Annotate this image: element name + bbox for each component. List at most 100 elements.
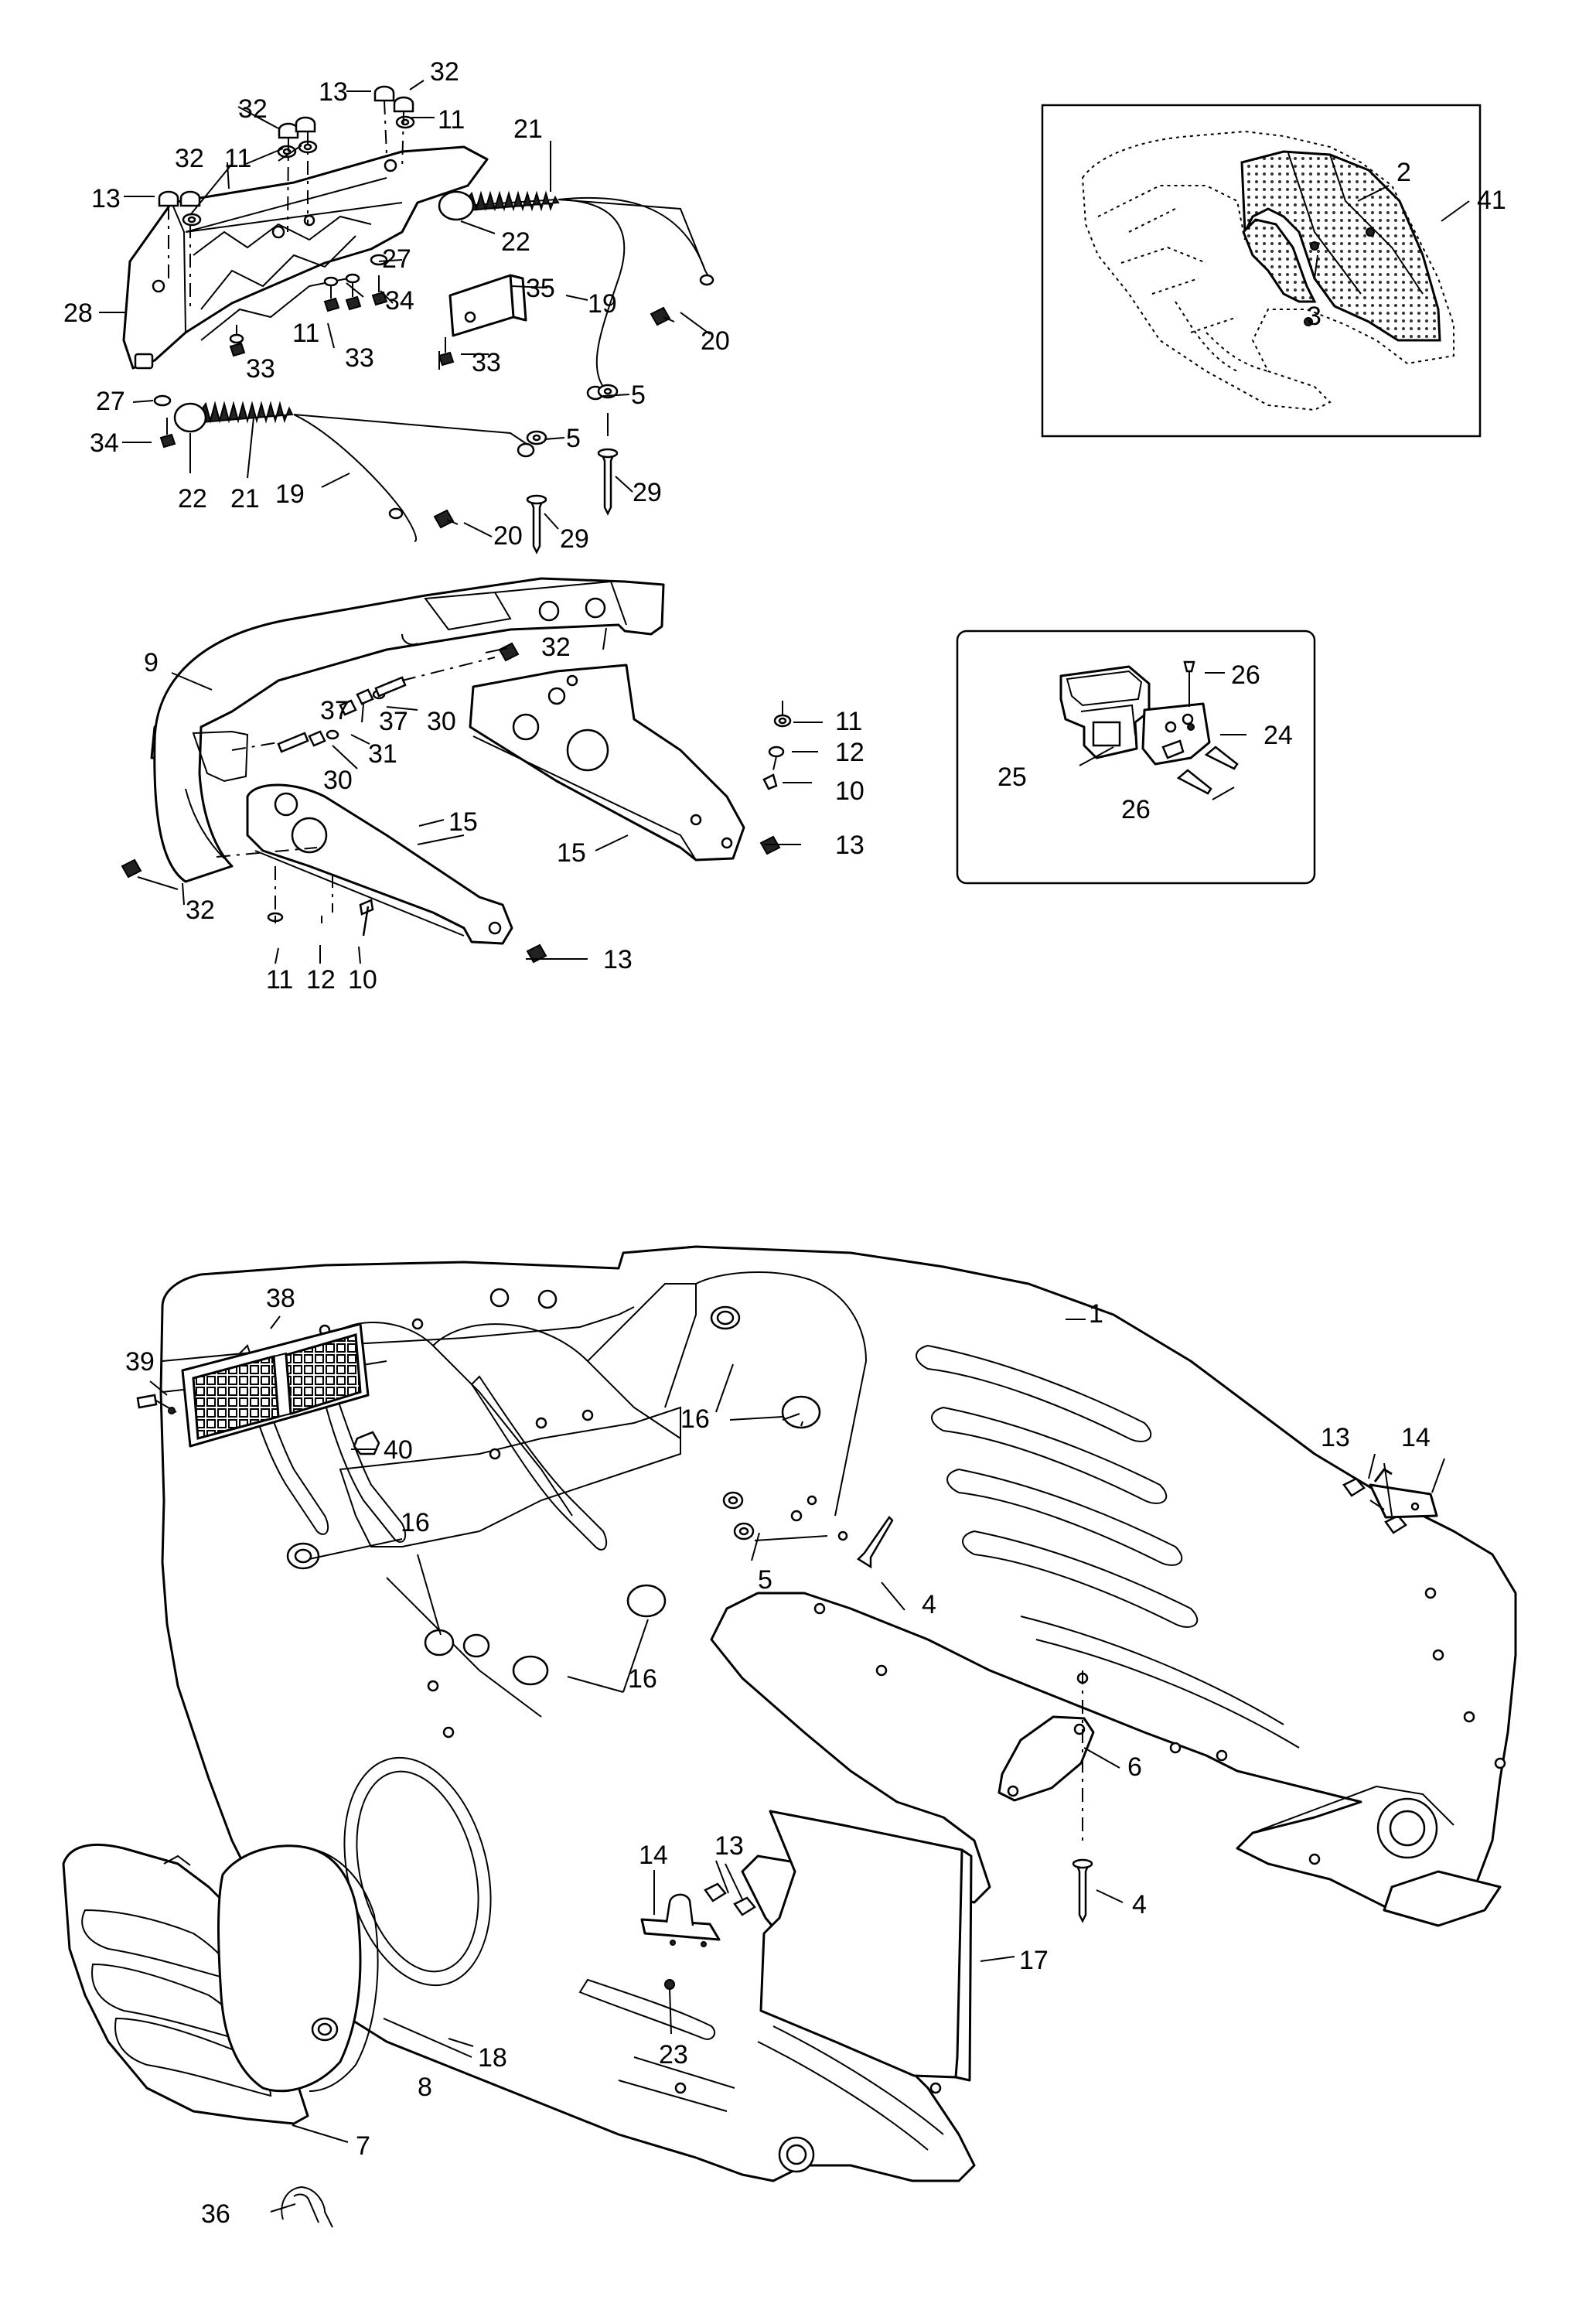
callout-4: 4 bbox=[1132, 1890, 1147, 1919]
callout-26: 26 bbox=[1121, 795, 1151, 824]
callout-18: 18 bbox=[478, 2043, 507, 2073]
callout-9: 9 bbox=[144, 648, 159, 677]
callout-27: 27 bbox=[96, 387, 125, 416]
plugs-16 bbox=[286, 1305, 821, 1686]
callout-36: 36 bbox=[201, 2199, 230, 2229]
callout-32: 32 bbox=[541, 633, 571, 662]
callout-7: 7 bbox=[356, 2131, 370, 2161]
callout-16: 16 bbox=[628, 1664, 657, 1694]
callout-13: 13 bbox=[1321, 1423, 1350, 1452]
callout-10: 10 bbox=[348, 965, 377, 995]
callout-32: 32 bbox=[186, 896, 215, 925]
rivets-26 bbox=[1176, 660, 1239, 795]
callout-32: 32 bbox=[238, 94, 268, 124]
side-plate-15-right bbox=[469, 664, 745, 862]
callout-13: 13 bbox=[91, 184, 121, 213]
callout-13: 13 bbox=[714, 1831, 744, 1861]
callout-17: 17 bbox=[1019, 1946, 1049, 1975]
leader-lines bbox=[99, 80, 1470, 2213]
bushing-8 bbox=[311, 2017, 339, 2042]
callout-27: 27 bbox=[382, 244, 411, 274]
spring-21-lower bbox=[198, 401, 294, 424]
ring-22-lower bbox=[173, 402, 207, 433]
callout-10: 10 bbox=[835, 776, 864, 806]
callout-28: 28 bbox=[63, 299, 93, 328]
mesh-panel-2 bbox=[1242, 218, 1317, 303]
screw-39 bbox=[136, 1394, 177, 1414]
callout-11: 11 bbox=[292, 319, 319, 348]
callout-5: 5 bbox=[631, 380, 646, 410]
callout-3: 3 bbox=[1307, 302, 1321, 331]
callout-11: 11 bbox=[224, 144, 251, 173]
callout-40: 40 bbox=[384, 1435, 413, 1465]
callout-38: 38 bbox=[266, 1284, 295, 1313]
cable-19-upper bbox=[558, 199, 626, 387]
bracket-6 bbox=[998, 1670, 1095, 1841]
callout-37: 37 bbox=[320, 696, 350, 725]
callout-22: 22 bbox=[501, 227, 530, 257]
bumper-9 bbox=[150, 577, 665, 883]
callout-14: 14 bbox=[639, 1841, 668, 1870]
callout-4: 4 bbox=[922, 1590, 936, 1619]
callout-11: 11 bbox=[438, 105, 465, 135]
callout-8: 8 bbox=[418, 2073, 432, 2102]
callout-5: 5 bbox=[566, 424, 581, 453]
main-hood-1 bbox=[159, 1245, 1517, 2182]
bar-bolts bbox=[153, 254, 455, 449]
callout-5: 5 bbox=[758, 1565, 772, 1595]
callout-34: 34 bbox=[90, 428, 119, 458]
cable-19-lower bbox=[293, 414, 417, 542]
callout-15: 15 bbox=[448, 807, 478, 837]
callout-31: 31 bbox=[368, 739, 397, 769]
screw-20-lower bbox=[433, 509, 459, 529]
plate-24 bbox=[1141, 702, 1211, 766]
bumper-hardware bbox=[121, 642, 792, 964]
pin-36 bbox=[281, 2185, 333, 2228]
pin-29-upper bbox=[597, 413, 619, 516]
callout-12: 12 bbox=[835, 738, 864, 767]
grille-38 bbox=[181, 1322, 370, 1448]
callout-19: 19 bbox=[588, 289, 617, 319]
callout-35: 35 bbox=[526, 274, 555, 303]
callout-30: 30 bbox=[323, 766, 353, 795]
pin-29-lower bbox=[526, 494, 547, 554]
callout-41: 41 bbox=[1477, 186, 1506, 215]
side-plate-15-left bbox=[246, 783, 513, 945]
callout-33: 33 bbox=[472, 348, 501, 377]
callout-33: 33 bbox=[246, 354, 275, 384]
bracket-14-middle bbox=[640, 1882, 756, 1947]
callout-37: 37 bbox=[379, 707, 408, 736]
bar-hardware bbox=[158, 85, 415, 309]
callout-2: 2 bbox=[1396, 158, 1411, 187]
callout-34: 34 bbox=[385, 286, 414, 316]
callout-16: 16 bbox=[401, 1508, 430, 1537]
callout-21: 21 bbox=[230, 484, 260, 514]
callout-21: 21 bbox=[513, 114, 543, 144]
callout-24: 24 bbox=[1264, 721, 1293, 750]
ring-22-upper bbox=[438, 190, 475, 221]
callout-20: 20 bbox=[493, 521, 523, 551]
bracket-25 bbox=[1059, 665, 1151, 759]
rivet-4-bottom bbox=[1072, 1858, 1093, 1923]
callout-11: 11 bbox=[835, 707, 862, 736]
callout-6: 6 bbox=[1127, 1752, 1142, 1782]
callout-25: 25 bbox=[998, 763, 1027, 792]
callout-1: 1 bbox=[1089, 1299, 1103, 1329]
callout-11: 11 bbox=[266, 965, 293, 995]
callout-15: 15 bbox=[557, 838, 586, 868]
bracket-35 bbox=[448, 274, 527, 337]
mid-hardware bbox=[722, 1491, 894, 1569]
callout-13: 13 bbox=[835, 831, 864, 860]
inset-hood-outline bbox=[1081, 130, 1454, 411]
callout-14: 14 bbox=[1401, 1423, 1431, 1452]
callout-16: 16 bbox=[680, 1404, 710, 1434]
callout-26: 26 bbox=[1231, 660, 1260, 690]
callout-19: 19 bbox=[275, 479, 305, 509]
callout-32: 32 bbox=[175, 144, 204, 173]
inset-box-mesh bbox=[1041, 104, 1482, 438]
rivet-23 bbox=[664, 1979, 675, 1990]
screw-20-upper bbox=[650, 306, 675, 326]
callout-39: 39 bbox=[125, 1347, 155, 1377]
callout-29: 29 bbox=[560, 524, 589, 554]
